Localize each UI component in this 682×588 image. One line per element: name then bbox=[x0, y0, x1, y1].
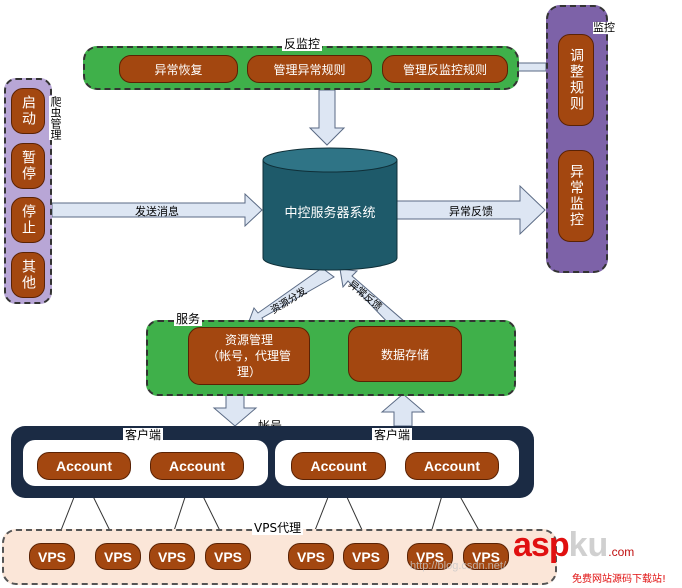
account-button[interactable]: Account bbox=[291, 452, 386, 480]
anomaly-monitor-label: 异常监控 bbox=[568, 164, 584, 228]
crawler-start-label: 启动 bbox=[20, 95, 36, 127]
asp-logo-suffix: .com bbox=[608, 545, 635, 559]
account-button[interactable]: Account bbox=[150, 452, 244, 480]
anomaly-feedback-label: 异常反馈 bbox=[449, 205, 493, 218]
crawler-pause-label: 暂停 bbox=[20, 150, 36, 182]
resource-management-button[interactable]: 资源管理 （帐号，代理管 理） bbox=[188, 327, 310, 385]
asp-logo-grey: ku bbox=[568, 526, 609, 564]
adjust-rules-button[interactable]: 调整规则 bbox=[558, 34, 594, 126]
crawler-management-title: 爬虫管理 bbox=[49, 96, 62, 140]
client-title-left: 客户端 bbox=[123, 428, 164, 442]
asp-logo-red: asp bbox=[513, 526, 570, 564]
send-message-label: 发送消息 bbox=[135, 205, 179, 218]
storage-up-arrow bbox=[380, 393, 426, 427]
vps-node[interactable]: VPS bbox=[95, 543, 141, 570]
anti-monitor-down-arrow bbox=[308, 89, 346, 146]
asp-subtitle-watermark: 免费网站源码下载站! bbox=[572, 574, 667, 585]
client-title-right: 客户端 bbox=[372, 428, 413, 442]
central-server-cylinder bbox=[262, 147, 398, 271]
adjust-rules-label: 调整规则 bbox=[568, 48, 584, 112]
crawler-stop-label: 停止 bbox=[20, 204, 36, 236]
monitor-title: 监控 bbox=[593, 21, 615, 34]
crawler-pause-button[interactable]: 暂停 bbox=[11, 143, 45, 189]
asp-logo-watermark: aspku.com bbox=[513, 528, 634, 569]
vps-node[interactable]: VPS bbox=[407, 543, 453, 570]
crawler-stop-button[interactable]: 停止 bbox=[11, 197, 45, 243]
manage-anomaly-rules-button[interactable]: 管理异常规则 bbox=[247, 55, 372, 83]
vps-node[interactable]: VPS bbox=[149, 543, 195, 570]
service-title: 服务 bbox=[174, 312, 203, 326]
central-server-label: 中控服务器系统 bbox=[284, 206, 376, 221]
blog-url-watermark: http://blog.csdn.net/ bbox=[410, 560, 507, 572]
data-storage-button[interactable]: 数据存储 bbox=[348, 326, 462, 382]
vps-node[interactable]: VPS bbox=[343, 543, 389, 570]
account-button[interactable]: Account bbox=[37, 452, 131, 480]
vps-node[interactable]: VPS bbox=[205, 543, 251, 570]
anomaly-recovery-button[interactable]: 异常恢复 bbox=[119, 55, 238, 83]
account-down-arrow bbox=[212, 394, 258, 427]
account-button[interactable]: Account bbox=[405, 452, 499, 480]
anomaly-monitor-button[interactable]: 异常监控 bbox=[558, 150, 594, 242]
vps-node[interactable]: VPS bbox=[29, 543, 75, 570]
crawler-other-button[interactable]: 其他 bbox=[11, 252, 45, 298]
send-message-arrow bbox=[51, 192, 263, 228]
vps-node[interactable]: VPS bbox=[288, 543, 334, 570]
crawler-other-label: 其他 bbox=[20, 259, 36, 291]
manage-anti-monitor-rules-button[interactable]: 管理反监控规则 bbox=[382, 55, 508, 83]
vps-proxy-title: VPS代理 bbox=[252, 521, 304, 535]
crawler-start-button[interactable]: 启动 bbox=[11, 88, 45, 134]
vps-node[interactable]: VPS bbox=[463, 543, 509, 570]
anomaly-feedback-arrow bbox=[396, 184, 546, 236]
anti-monitor-title: 反监控 bbox=[282, 37, 323, 51]
